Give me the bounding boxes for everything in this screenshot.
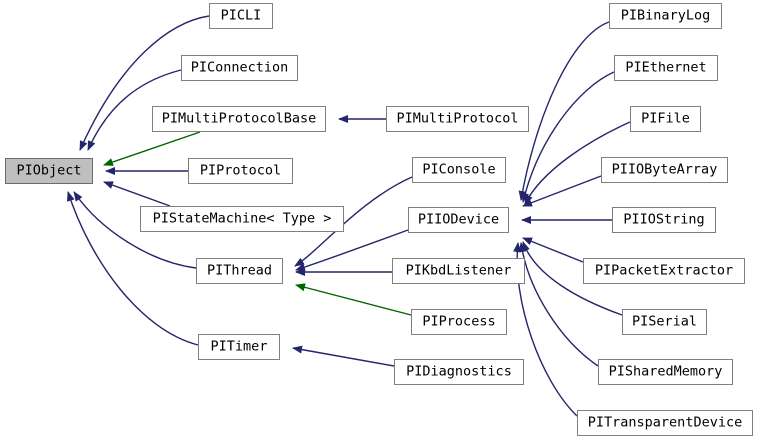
node-label-piobject: PIObject [16,162,82,179]
node-label-piprotocol: PIProtocol [199,162,282,179]
node-piprocess[interactable]: PIProcess [411,309,507,335]
node-label-pibinarylog: PIBinaryLog [620,7,711,24]
node-label-pithread: PIThread [206,262,273,279]
node-label-pipacketextractor: PIPacketExtractor [594,262,734,279]
node-piconsole[interactable]: PIConsole [412,157,506,183]
edge-piprocess-to-pithread [295,283,412,316]
edge-pimultiprotocolbase-to-piobject [103,131,201,166]
node-piiobytearray[interactable]: PIIOByteArray [601,157,728,183]
node-label-pimultiprotocol: PIMultiProtocol [396,110,519,127]
node-pikbdlistener[interactable]: PIKbdListener [392,258,525,284]
node-label-piprocess: PIProcess [422,313,496,330]
node-label-pisharedmemory: PISharedMemory [608,363,723,380]
node-label-piconsole: PIConsole [422,161,496,178]
node-pisharedmemory[interactable]: PISharedMemory [598,359,733,385]
node-picli[interactable]: PICLI [209,3,273,29]
node-label-piiobytearray: PIIOByteArray [611,161,718,178]
node-pimultiprotocol[interactable]: PIMultiProtocol [386,106,529,132]
node-piobject[interactable]: PIObject [5,158,93,184]
edge-pidiagnostics-to-pitimer [292,345,395,367]
node-piiodevice[interactable]: PIIODevice [408,207,509,233]
node-pifile[interactable]: PIFile [630,106,701,132]
node-pidiagnostics[interactable]: PIDiagnostics [394,359,524,385]
node-pitimer[interactable]: PITimer [198,334,280,360]
edge-pipacketextractor-to-piiodevice [522,237,584,263]
node-label-piethernet: PIEthernet [625,59,707,76]
edge-pistatemachine-to-piobject [103,181,171,207]
node-label-pistatemachine: PIStateMachine< Type > [152,210,332,227]
node-pithread[interactable]: PIThread [196,258,283,284]
node-piethernet[interactable]: PIEthernet [614,55,718,81]
node-label-picli: PICLI [220,7,262,24]
node-label-pikbdlistener: PIKbdListener [405,262,512,279]
node-label-pitimer: PITimer [210,338,268,355]
node-label-piserial: PISerial [631,313,698,330]
node-pistatemachine[interactable]: PIStateMachine< Type > [140,206,344,232]
node-pimultiprotocolbase[interactable]: PIMultiProtocolBase [152,106,326,132]
node-label-piiodevice: PIIODevice [417,211,500,228]
node-pitransparentdevice[interactable]: PITransparentDevice [577,410,753,436]
node-pipacketextractor[interactable]: PIPacketExtractor [583,258,745,284]
node-label-pitransparentdevice: PITransparentDevice [587,414,743,431]
edge-pitransparentdevice-to-piiodevice [513,242,578,417]
node-label-piiostring: PIIOString [623,211,705,228]
node-pibinarylog[interactable]: PIBinaryLog [609,3,722,29]
node-label-pimultiprotocolbase: PIMultiProtocolBase [161,110,317,127]
node-label-piconnection: PIConnection [190,59,289,76]
node-label-pidiagnostics: PIDiagnostics [406,363,512,380]
edge-piiobytearray-to-piiodevice [522,175,602,207]
node-piconnection[interactable]: PIConnection [181,55,298,81]
node-label-pifile: PIFile [641,110,690,127]
edge-pibinarylog-to-piiodevice [518,21,610,201]
node-piiostring[interactable]: PIIOString [612,207,716,233]
node-piprotocol[interactable]: PIProtocol [188,158,293,184]
node-piserial[interactable]: PISerial [622,309,707,335]
